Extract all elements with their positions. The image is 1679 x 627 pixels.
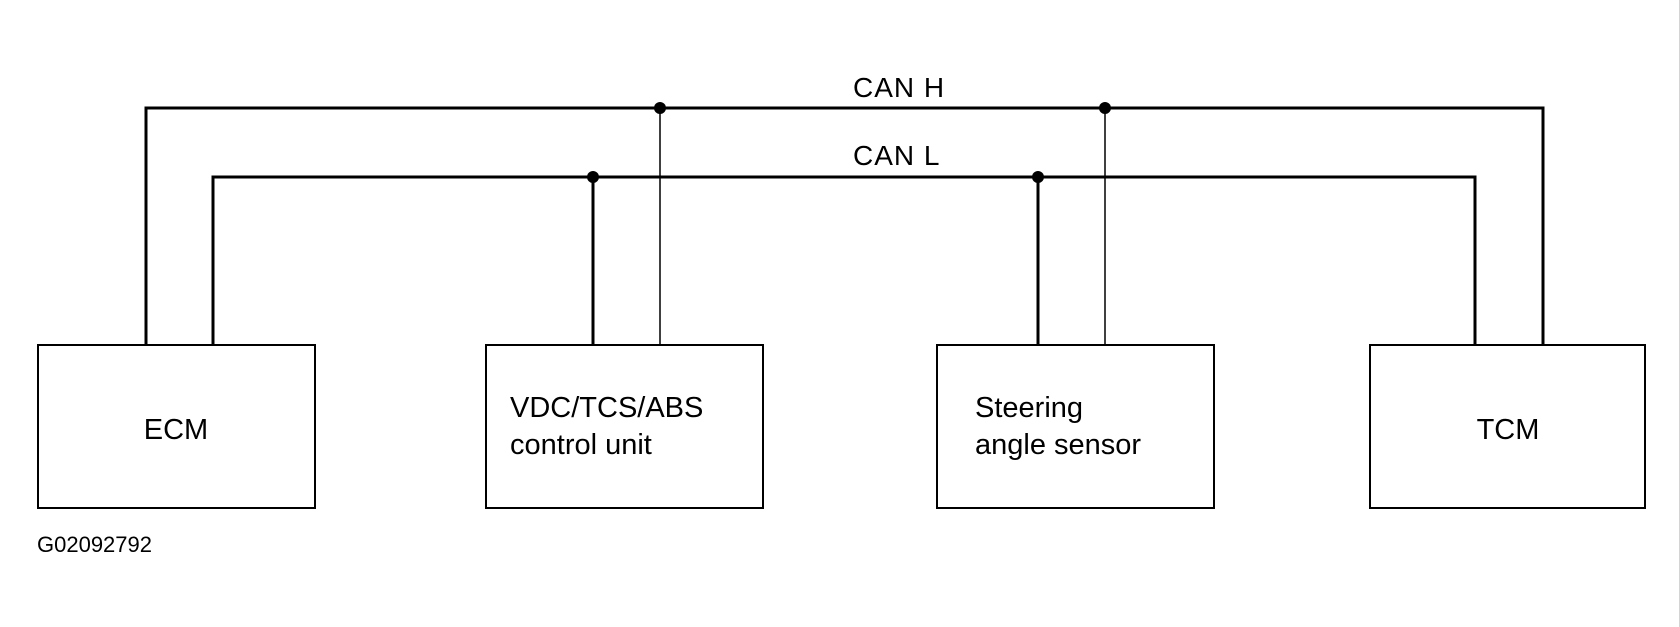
steering-module: Steering angle sensor <box>936 344 1215 509</box>
ecm-module: ECM <box>37 344 316 509</box>
ecm-label: ECM <box>144 414 208 446</box>
junction-dot-can-l-steering <box>1032 171 1044 183</box>
junction-dot-can-h-vdc <box>654 102 666 114</box>
steering-label-line1: Steering <box>975 392 1083 424</box>
vdc-label-line1: VDC/TCS/ABS <box>510 392 703 424</box>
figure-id: G02092792 <box>37 532 152 557</box>
can-l-bus-line <box>211 175 1477 346</box>
can-l-label: CAN L <box>853 140 940 171</box>
ecm-box <box>37 344 316 509</box>
vdc-box <box>485 344 764 509</box>
vdc-label-line2: control unit <box>510 429 652 461</box>
tcm-box <box>1369 344 1646 509</box>
steering-label-line2: angle sensor <box>975 429 1141 461</box>
tcm-module: TCM <box>1369 344 1646 509</box>
can-h-label: CAN H <box>853 72 945 103</box>
junction-dot-can-h-steering <box>1099 102 1111 114</box>
steering-box <box>936 344 1215 509</box>
vdc-module: VDC/TCS/ABS control unit <box>485 344 764 509</box>
tcm-label: TCM <box>1477 414 1540 446</box>
can-h-bus-line <box>144 106 1545 346</box>
junction-dot-can-l-vdc <box>587 171 599 183</box>
